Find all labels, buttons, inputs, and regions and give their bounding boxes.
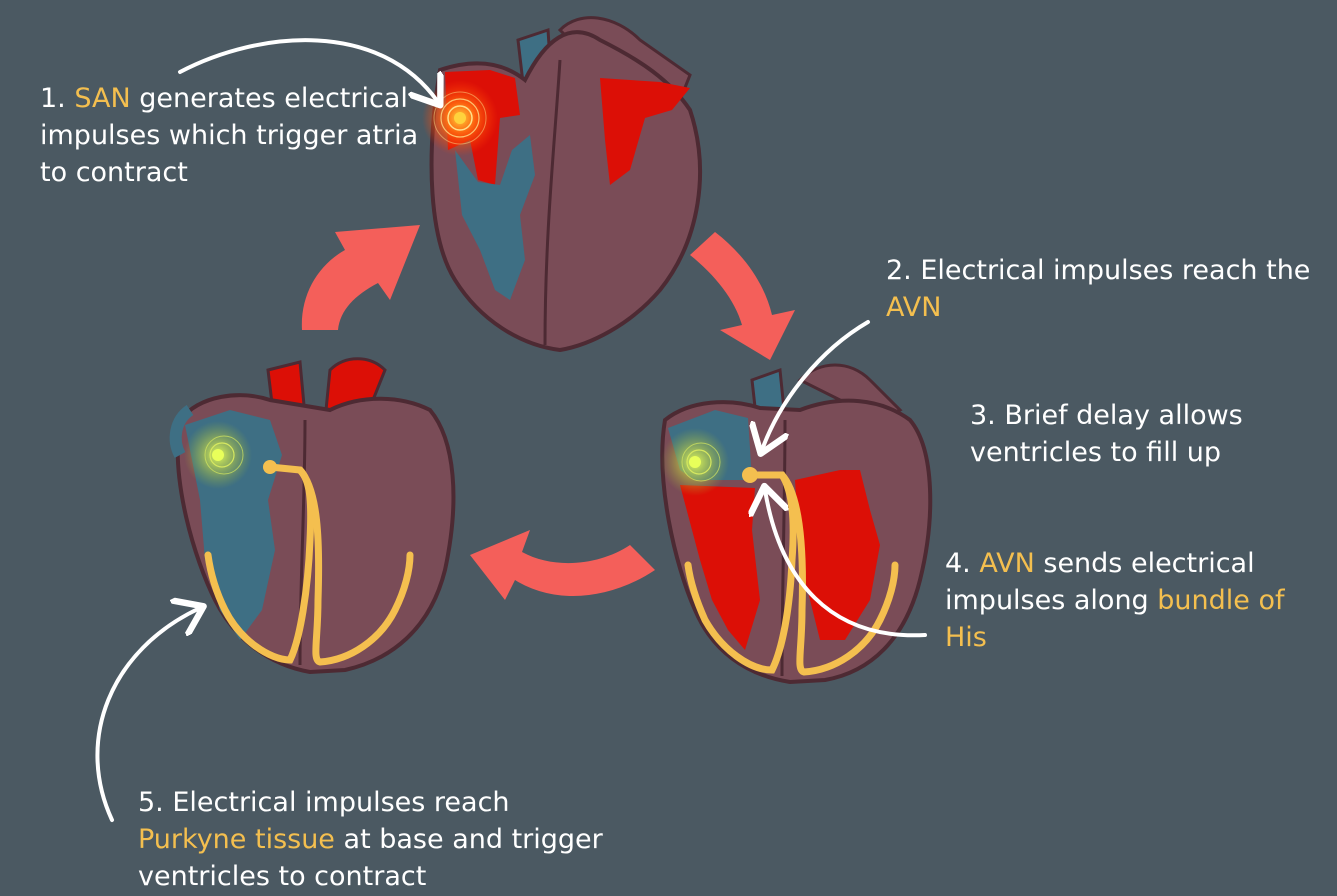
step-4-label: 4. AVN sends electrical impulses along b… [945,545,1325,656]
step-3-text: 3. Brief delay allows ventricles to fill… [970,400,1243,468]
step-2-text: 2. Electrical impulses reach the [886,255,1311,286]
heart-top [422,16,702,353]
step-3-label: 3. Brief delay allows ventricles to fill… [970,397,1270,471]
step-1-number: 1. [40,83,66,114]
callout-arrow-avn [762,320,870,450]
step-4-number: 4. [945,548,971,579]
step-5-purkyne-tissue: Purkyne tissue [138,824,335,855]
step-2-label: 2. Electrical impulses reach the AVN [886,252,1326,326]
step-5-label: 5. Electrical impulses reach Purkyne tis… [138,784,618,895]
cycle-arrow-right-to-left [470,530,655,600]
callout-arrow-purkyne [95,608,200,822]
step-5-text-2: at base and trigger ventricles to contra… [138,824,603,892]
heart-right [660,363,933,685]
cycle-arrow-top-to-right [690,232,795,360]
step-4-avn: AVN [979,548,1035,579]
step-1-text: generates electrical impulses which trig… [40,83,419,188]
step-4-bundle-of-his: bundle of His [945,585,1285,653]
step-5-text: 5. Electrical impulses reach [138,787,510,818]
cycle-arrow-left-to-top [301,225,420,330]
heart-left [169,357,456,675]
callout-arrow-san [178,38,438,102]
step-2-avn: AVN [886,292,942,323]
step-1-label: 1. SAN generates electrical impulses whi… [40,80,440,191]
cycle-arrows [301,225,795,600]
callout-arrows [95,38,927,822]
step-4-text: sends electrical impulses along [945,548,1255,616]
step-1-san: SAN [74,83,131,114]
callout-arrow-bundle [765,490,927,638]
